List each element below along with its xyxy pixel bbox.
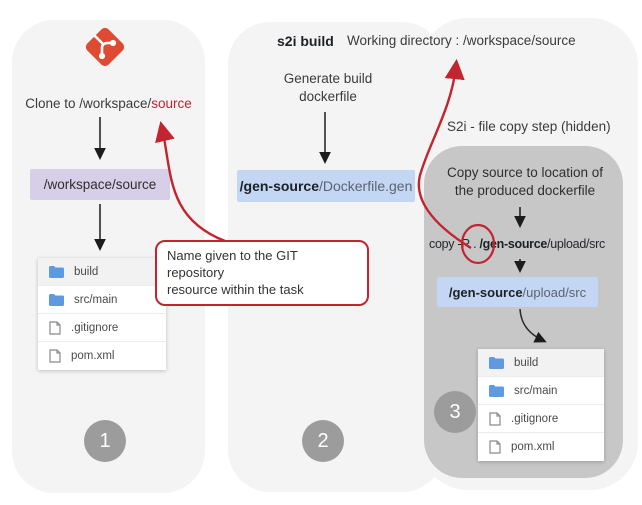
file-row-build: build (478, 349, 604, 377)
workspace-source-path: /workspace/source (43, 177, 157, 192)
upload-file-list: build src/main .gitignore pom.xml (478, 349, 604, 461)
file-row-src-main: src/main (38, 286, 166, 314)
upload-path-bold: /gen-source (448, 284, 523, 300)
step-number-3: 3 (434, 391, 476, 433)
file-name: src/main (74, 293, 118, 306)
copy-source-description-line2: the produced dockerfile (454, 183, 596, 199)
gen-source-upload-path-box: /gen-source/upload/src (437, 277, 598, 307)
folder-icon (49, 293, 64, 306)
copy-source-description-line1: Copy source to location of (446, 165, 604, 180)
workspace-source-path-box: /workspace/source (30, 169, 170, 200)
callout-line2: resource within the task (167, 282, 304, 298)
file-icon (49, 349, 61, 363)
generate-dockerfile-label: Generate build dockerfile (253, 70, 403, 106)
file-row-build: build (38, 258, 166, 286)
file-name: build (74, 265, 99, 278)
copy-command-prefix: copy -R . (429, 237, 480, 251)
git-resource-callout: Name given to the GIT repository resourc… (155, 240, 369, 307)
file-name: .gitignore (71, 321, 119, 334)
copy-source-description: Copy source to location of the produced … (437, 164, 613, 200)
clone-destination-highlight: source (151, 96, 192, 111)
file-copy-step-heading: S2i - file copy step (hidden) (447, 119, 611, 134)
file-row-pom-xml: pom.xml (38, 342, 166, 370)
folder-icon (49, 265, 64, 278)
copy-command-rest: /upload/src (547, 237, 605, 251)
file-name: pom.xml (71, 350, 115, 362)
clone-destination-label: Clone to /workspace/source (12, 96, 205, 111)
workspace-file-list: build src/main .gitignore pom.xml (38, 258, 166, 370)
file-name: pom.xml (511, 441, 555, 453)
file-row-pom-xml: pom.xml (478, 433, 604, 461)
file-icon (49, 320, 61, 335)
clone-destination-prefix: Clone to /workspace/ (25, 96, 152, 111)
copy-command: copy -R . /gen-source/upload/src (429, 237, 605, 251)
generate-dockerfile-line2: dockerfile (299, 89, 357, 105)
file-name: .gitignore (511, 412, 559, 425)
file-name: build (514, 356, 539, 369)
dockerfile-path-rest: /Dockerfile.gen (318, 178, 413, 194)
file-row-gitignore: .gitignore (478, 405, 604, 433)
file-row-gitignore: .gitignore (38, 314, 166, 342)
gen-source-path-bold: /gen-source (239, 178, 319, 194)
file-name: src/main (514, 384, 558, 397)
step-number-2: 2 (302, 420, 344, 462)
working-directory-label: Working directory : /workspace/source (347, 33, 576, 48)
folder-icon (489, 384, 504, 397)
folder-icon (489, 356, 504, 369)
upload-path-rest: /upload/src (522, 284, 587, 300)
s2i-build-title: s2i build (277, 33, 334, 49)
file-row-src-main: src/main (478, 377, 604, 405)
git-icon (85, 27, 125, 67)
file-icon (489, 411, 501, 426)
file-icon (489, 440, 501, 454)
generate-dockerfile-line1: Generate build (283, 71, 373, 86)
callout-line1: Name given to the GIT repository (167, 248, 298, 281)
gen-source-dockerfile-path-box: /gen-source/Dockerfile.gen (237, 170, 415, 202)
step-number-1: 1 (84, 420, 126, 462)
copy-command-bold-path: /gen-source (479, 237, 548, 251)
